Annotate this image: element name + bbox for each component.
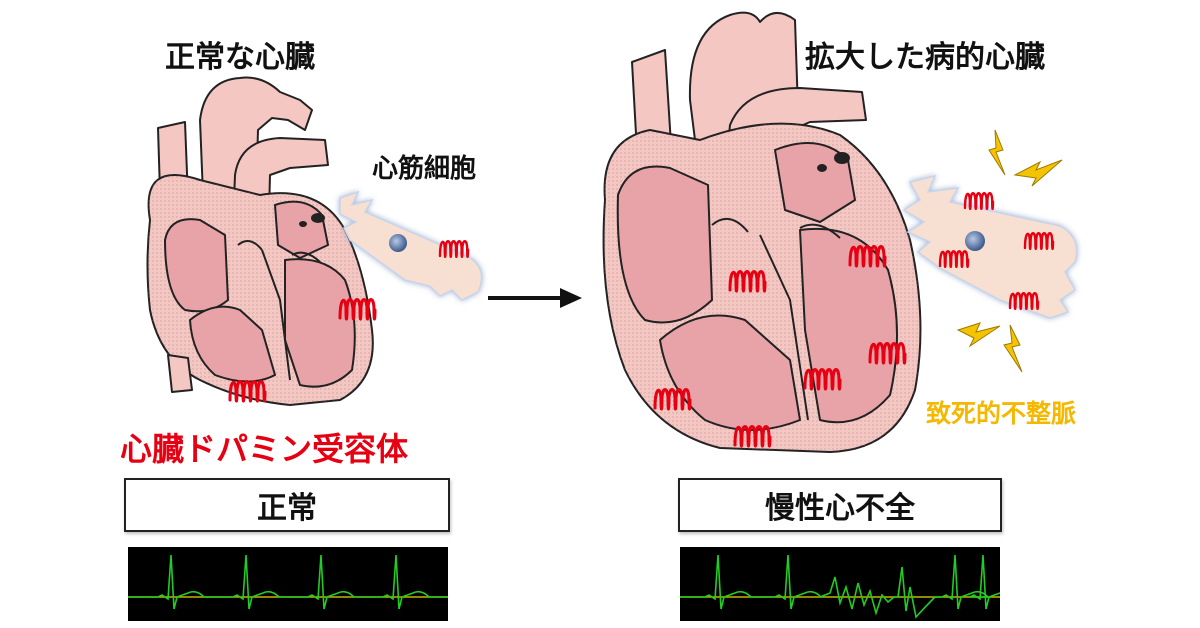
receptor-squiggle-icon (728, 270, 767, 293)
arrow-right-icon (488, 288, 582, 308)
lightning-bolt-icons (956, 129, 1063, 373)
cardiomyocyte-label: 心筋細胞 (372, 154, 477, 184)
receptor-squiggle-icon (228, 380, 267, 403)
enlarged-heart (602, 11, 922, 453)
dopamine-receptor-markers (228, 192, 1055, 448)
receptor-squiggle-icon (1008, 292, 1040, 310)
normal-heart (146, 76, 374, 406)
arrhythmia-label: 致死的不整脈 (926, 399, 1077, 428)
normal-status-text: 正常 (257, 491, 317, 526)
enlarged-heart-title: 拡大した病的心臓 (805, 40, 1045, 75)
receptor-squiggle-icon (653, 388, 692, 411)
receptor-squiggle-icon (1023, 232, 1055, 250)
normal-ecg-trace (128, 554, 448, 610)
lightning-bolt-icon (1013, 159, 1063, 187)
receptor-squiggle-icon (803, 368, 842, 391)
normal-status-box: 正常 (124, 478, 450, 532)
receptor-squiggle-icon (868, 342, 907, 365)
receptor-squiggle-icon (733, 425, 772, 448)
lightning-bolt-icon (988, 129, 1006, 176)
receptor-squiggle-icon (338, 298, 377, 321)
lightning-bolt-icon (1003, 324, 1023, 373)
normal-cardiomyocyte (339, 190, 483, 301)
receptor-squiggle-icon (963, 192, 995, 210)
receptor-squiggle-icon (938, 250, 970, 268)
receptor-squiggle-icon (438, 240, 470, 258)
normal-heart-title: 正常な心臓 (165, 40, 315, 75)
dopamine-receptor-label: 心臓ドパミン受容体 (120, 430, 409, 468)
nucleus-icon (965, 231, 985, 251)
abnormal-ecg-trace (680, 554, 1018, 619)
diseased-cardiomyocyte (902, 174, 1078, 319)
receptor-squiggle-icon (848, 245, 887, 268)
abnormal-ecg-panel (680, 547, 1018, 621)
heart-failure-status-text: 慢性心不全 (765, 491, 915, 526)
nucleus-icon (389, 234, 407, 252)
normal-ecg-panel (128, 547, 448, 621)
lightning-bolt-icon (956, 322, 1001, 348)
heart-failure-status-box: 慢性心不全 (678, 478, 1002, 532)
